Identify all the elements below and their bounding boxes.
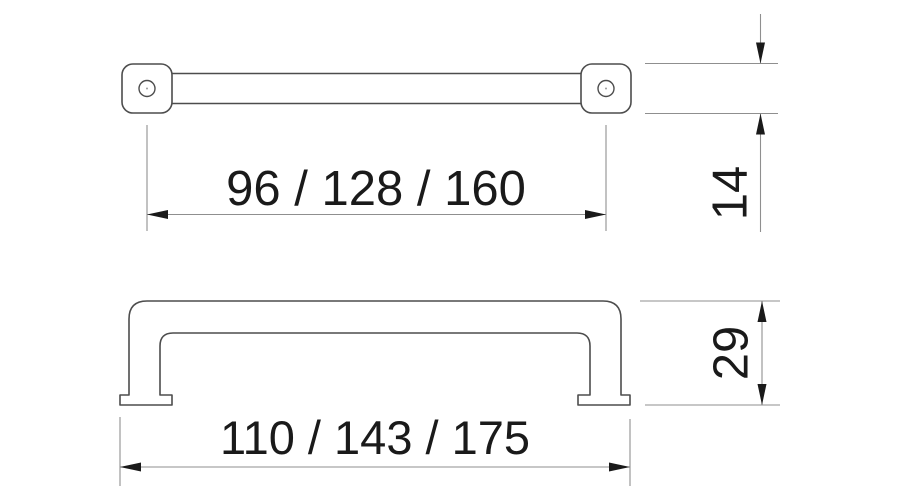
left-hole-center-mark-icon [146,87,148,90]
hole-spacing-dimension: 96 / 128 / 160 [146,125,607,231]
arrowhead-left-icon [147,210,168,219]
arrowhead-down-icon [756,42,765,64]
top-view [121,63,632,114]
mounting-depth-dimension: 14 [645,14,778,232]
arrowhead-up-icon [756,113,765,135]
handle-height-label: 29 [705,326,759,381]
overall-length-dimension: 110 / 143 / 175 [119,411,631,486]
handle-outline [119,300,631,406]
arrowhead-right-icon [609,462,630,472]
mounting-depth-label: 14 [704,166,758,221]
arrowhead-left-icon [120,462,141,472]
front-view [119,300,631,406]
overall-length-label: 110 / 143 / 175 [220,411,530,464]
hole-spacing-label: 96 / 128 / 160 [226,162,526,216]
arrowhead-up-icon [757,301,767,322]
height-dimension: 29 [640,300,780,406]
right-hole-center-mark-icon [605,87,607,90]
arrowhead-right-icon [585,210,606,219]
arrowhead-down-icon [757,384,767,405]
